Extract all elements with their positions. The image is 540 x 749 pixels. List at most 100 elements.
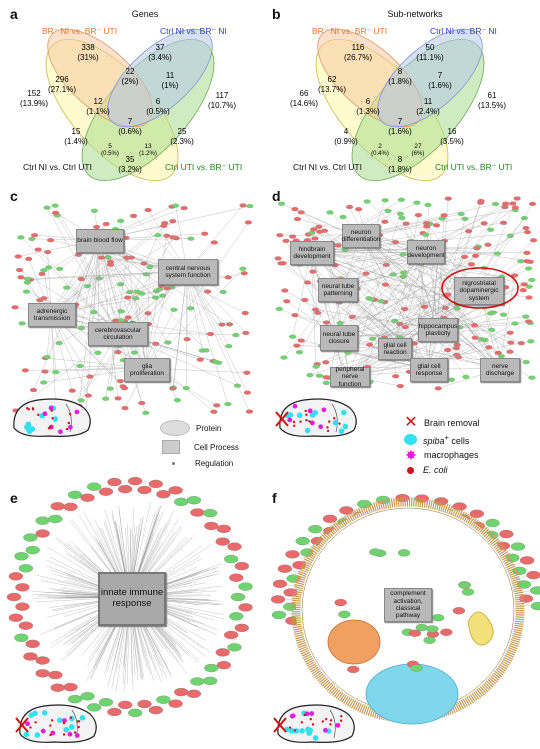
protein-node	[457, 211, 465, 217]
protein-node	[142, 410, 150, 415]
spiba-cell	[68, 724, 75, 730]
protein-node	[366, 342, 374, 347]
protein-node	[107, 477, 122, 487]
venn-region-count: 8	[398, 67, 403, 76]
protein-node	[190, 508, 205, 517]
protein-node	[29, 387, 38, 393]
protein-node	[233, 383, 242, 388]
protein-node	[56, 266, 64, 271]
protein-node	[484, 242, 492, 247]
brain-illustration-c	[13, 398, 91, 437]
protein-node	[274, 256, 282, 261]
protein-node	[400, 270, 408, 275]
protein-node	[45, 265, 53, 270]
golgi	[467, 611, 494, 646]
ecoli	[77, 725, 80, 729]
protein-node	[315, 373, 324, 378]
venn-region-count: 2	[378, 143, 382, 150]
venn-region-percent: (13.9%)	[20, 99, 48, 108]
ecoli	[311, 723, 315, 726]
protein-node	[461, 588, 475, 596]
protein-node	[219, 289, 227, 295]
protein-node	[122, 255, 131, 260]
protein-node	[170, 307, 178, 312]
protein-node	[381, 198, 389, 203]
macrophage	[318, 424, 324, 430]
venn-region-count: 50	[426, 43, 435, 52]
protein-node	[509, 201, 517, 206]
venn-region-count: 296	[55, 75, 69, 84]
spiba-cell	[309, 412, 316, 418]
spiba-cell	[34, 732, 41, 738]
protein-node	[130, 350, 139, 355]
protein-node	[396, 211, 405, 216]
protein-node	[36, 298, 44, 303]
venn-genes-set-top-right	[107, 28, 213, 128]
protein-node	[224, 275, 232, 280]
venn-region-count: 117	[216, 91, 229, 100]
spiba-cell	[41, 710, 48, 716]
venn-region-count: 116	[352, 43, 365, 52]
protein-node	[281, 288, 289, 293]
protein-node	[169, 386, 177, 391]
protein-node	[23, 276, 31, 281]
protein-node	[84, 393, 92, 398]
venn-region-count: 61	[488, 91, 497, 100]
protein-node	[52, 370, 60, 375]
ecoli	[49, 733, 52, 737]
protein-node	[68, 388, 76, 393]
venn-region-percent: (6%)	[412, 151, 425, 157]
spiba-cell	[28, 712, 35, 718]
venn-region-count: 22	[126, 67, 135, 76]
protein-node	[530, 601, 540, 611]
ecoli	[27, 408, 31, 411]
highlight-circle	[441, 267, 519, 309]
protein-node	[526, 570, 540, 580]
protein-node	[102, 221, 110, 227]
regulation-dot-icon	[172, 462, 175, 465]
ecoli	[67, 421, 71, 425]
protein-node	[243, 390, 251, 395]
venn-sub-label-top-right: Ctrl NI vs. BR⁻ NI	[430, 26, 497, 36]
protein-node	[367, 296, 375, 302]
protein-node	[128, 476, 143, 486]
legend-brain-removal: ✕ Brain removal	[404, 415, 479, 431]
protein-node	[277, 564, 292, 573]
protein-node	[63, 682, 78, 692]
protein-node	[363, 199, 371, 204]
protein-node	[229, 573, 244, 582]
protein-node	[11, 305, 19, 310]
protein-node	[40, 268, 48, 273]
panel-e-letter: e	[10, 490, 18, 506]
protein-node	[229, 612, 244, 621]
protein-node	[322, 375, 330, 380]
panel-a-title: Genes	[131, 9, 159, 19]
protein-node	[63, 502, 78, 512]
protein-node	[196, 357, 204, 362]
protein-node	[50, 683, 65, 692]
protein-node	[87, 482, 102, 491]
protein-node	[401, 325, 409, 330]
protein-node	[434, 386, 442, 391]
protein-node	[291, 207, 299, 212]
protein-node	[128, 708, 143, 718]
spiba-cell	[338, 428, 345, 435]
protein-node	[169, 218, 177, 224]
protein-node	[77, 398, 85, 403]
spiba-cell	[304, 427, 311, 434]
protein-node	[22, 289, 31, 294]
panel-b-title: Sub-networks	[387, 9, 443, 19]
protein-node	[186, 689, 202, 698]
protein-node	[289, 334, 297, 339]
protein-node	[41, 369, 49, 374]
protein-node	[398, 215, 406, 221]
spiba-cell	[288, 727, 295, 734]
protein-node	[341, 247, 349, 253]
protein-node	[242, 330, 250, 336]
protein-node	[232, 332, 240, 338]
protein-node	[511, 273, 519, 278]
protein-node	[230, 592, 246, 602]
protein-node	[440, 628, 453, 636]
ecoli	[293, 424, 296, 427]
protein-node	[14, 633, 29, 642]
